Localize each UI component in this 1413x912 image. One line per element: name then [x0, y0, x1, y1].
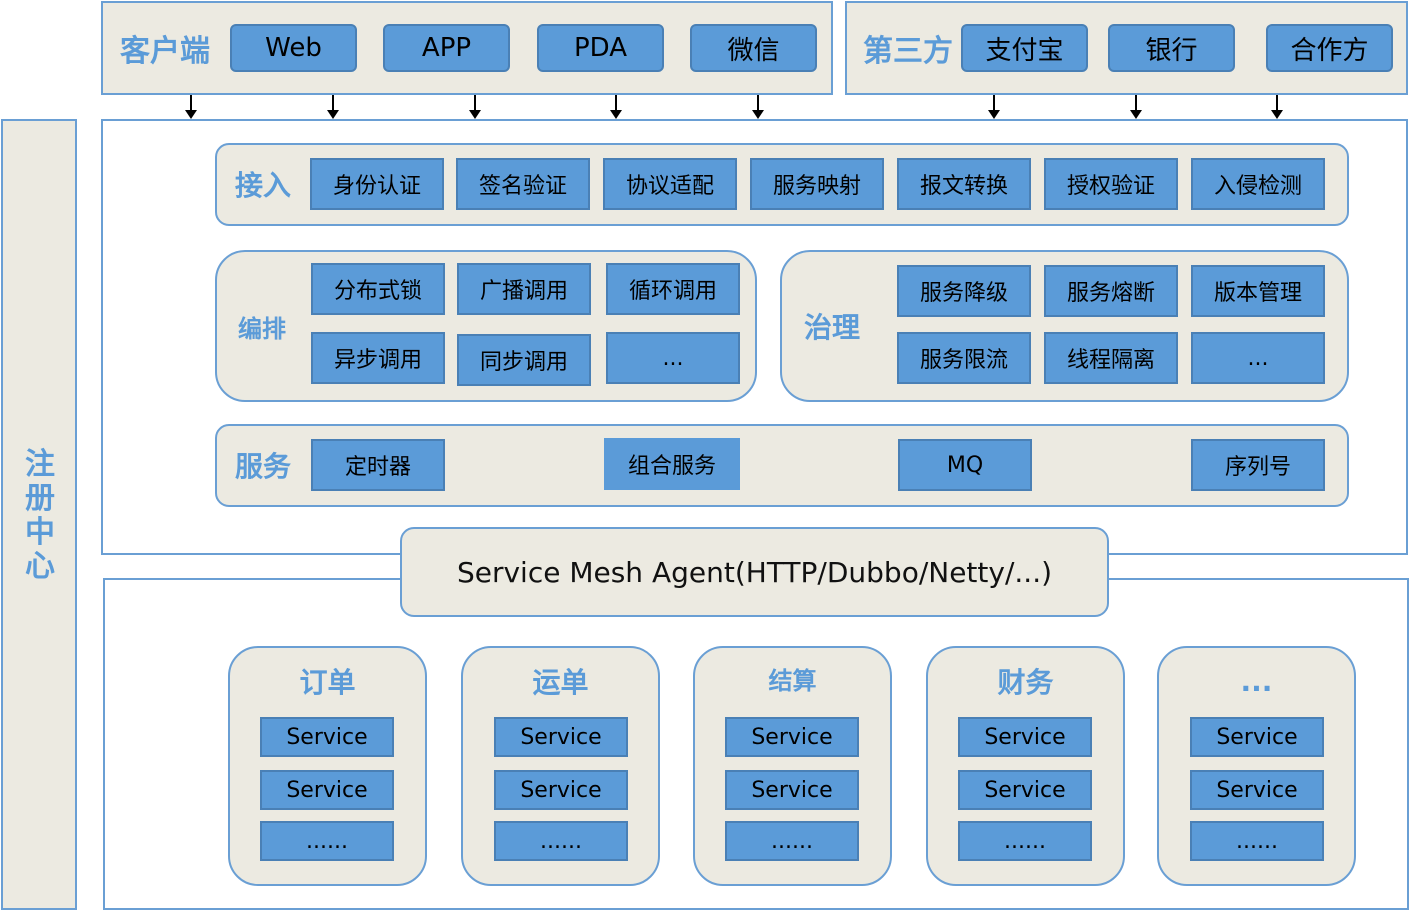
- arrow-app: [327, 95, 339, 119]
- domain-waybill-service-0: Service: [494, 717, 628, 757]
- registry-label: 注册中心: [20, 448, 60, 584]
- third-party-label: 第三方: [863, 34, 953, 69]
- access-item-6: 入侵检测: [1191, 158, 1325, 210]
- governance-item-1: 服务熔断: [1044, 265, 1178, 317]
- domain-finance-title: 财务: [997, 666, 1054, 699]
- client-wechat: 微信: [690, 24, 817, 72]
- registry-label-text: 注册中心: [25, 447, 55, 584]
- domain-order-service-0: Service: [260, 717, 394, 757]
- arrow-alipay: [988, 95, 1000, 119]
- client-pda: PDA: [537, 24, 664, 72]
- service-timer: 定时器: [311, 439, 445, 491]
- arrow-5: [752, 95, 764, 119]
- access-item-3: 服务映射: [750, 158, 884, 210]
- access-item-2: 协议适配: [603, 158, 737, 210]
- third-party-alipay: 支付宝: [961, 24, 1088, 72]
- access-item-4: 报文转换: [897, 158, 1031, 210]
- domain-more-service-2: ......: [1190, 821, 1324, 861]
- client-web: Web: [230, 24, 357, 72]
- client-app: APP: [383, 24, 510, 72]
- domain-settlement-service-1: Service: [725, 770, 859, 810]
- domain-order-service-2: ......: [260, 821, 394, 861]
- orchestration-item-4: 同步调用: [457, 334, 591, 386]
- access-item-0: 身份认证: [310, 158, 444, 210]
- client-label: 客户端: [120, 34, 210, 69]
- orchestration-item-1: 广播调用: [457, 263, 591, 315]
- services-label: 服务: [234, 450, 291, 483]
- arrow-wechat: [610, 95, 622, 119]
- domain-order-title: 订单: [299, 666, 356, 699]
- governance-label: 治理: [803, 311, 860, 344]
- governance-item-3: 服务限流: [897, 332, 1031, 384]
- governance-item-2: 版本管理: [1191, 265, 1325, 317]
- arrow-web: [185, 95, 197, 119]
- access-item-1: 签名验证: [456, 158, 590, 210]
- third-party-partner: 合作方: [1266, 24, 1393, 72]
- orchestration-item-5: ...: [606, 332, 740, 384]
- governance-item-5: ...: [1191, 332, 1325, 384]
- orchestration-item-3: 异步调用: [311, 332, 445, 384]
- orchestration-item-2: 循环调用: [606, 263, 740, 315]
- registry-center: [1, 119, 77, 910]
- orchestration-item-0: 分布式锁: [311, 263, 445, 315]
- access-label: 接入: [234, 169, 291, 202]
- mesh-agent-label: Service Mesh Agent(HTTP/Dubbo/Netty/...): [456, 555, 1053, 589]
- domain-waybill-title: 运单: [532, 666, 589, 699]
- domain-order-service-1: Service: [260, 770, 394, 810]
- domain-settlement-service-2: ......: [725, 821, 859, 861]
- access-item-5: 授权验证: [1044, 158, 1178, 210]
- third-party-bank: 银行: [1108, 24, 1235, 72]
- governance-item-0: 服务降级: [897, 265, 1031, 317]
- domain-settlement-service-0: Service: [725, 717, 859, 757]
- orchestration-label: 编排: [238, 314, 286, 343]
- domain-settlement-title: 结算: [768, 666, 817, 695]
- domain-finance-service-0: Service: [958, 717, 1092, 757]
- governance-item-4: 线程隔离: [1044, 332, 1178, 384]
- service-serial: 序列号: [1191, 439, 1325, 491]
- arrow-bank: [1130, 95, 1142, 119]
- domain-finance-service-1: Service: [958, 770, 1092, 810]
- domain-more-title: ...: [1240, 664, 1273, 698]
- domain-waybill-service-1: Service: [494, 770, 628, 810]
- domain-waybill-service-2: ......: [494, 821, 628, 861]
- service-mq: MQ: [898, 439, 1032, 491]
- domain-more-service-1: Service: [1190, 770, 1324, 810]
- service-composite: 组合服务: [604, 438, 740, 490]
- domain-finance-service-2: ......: [958, 821, 1092, 861]
- arrow-pda: [469, 95, 481, 119]
- mesh-agent: Service Mesh Agent(HTTP/Dubbo/Netty/...): [400, 527, 1109, 617]
- domain-more-service-0: Service: [1190, 717, 1324, 757]
- arrow-partner: [1271, 95, 1283, 119]
